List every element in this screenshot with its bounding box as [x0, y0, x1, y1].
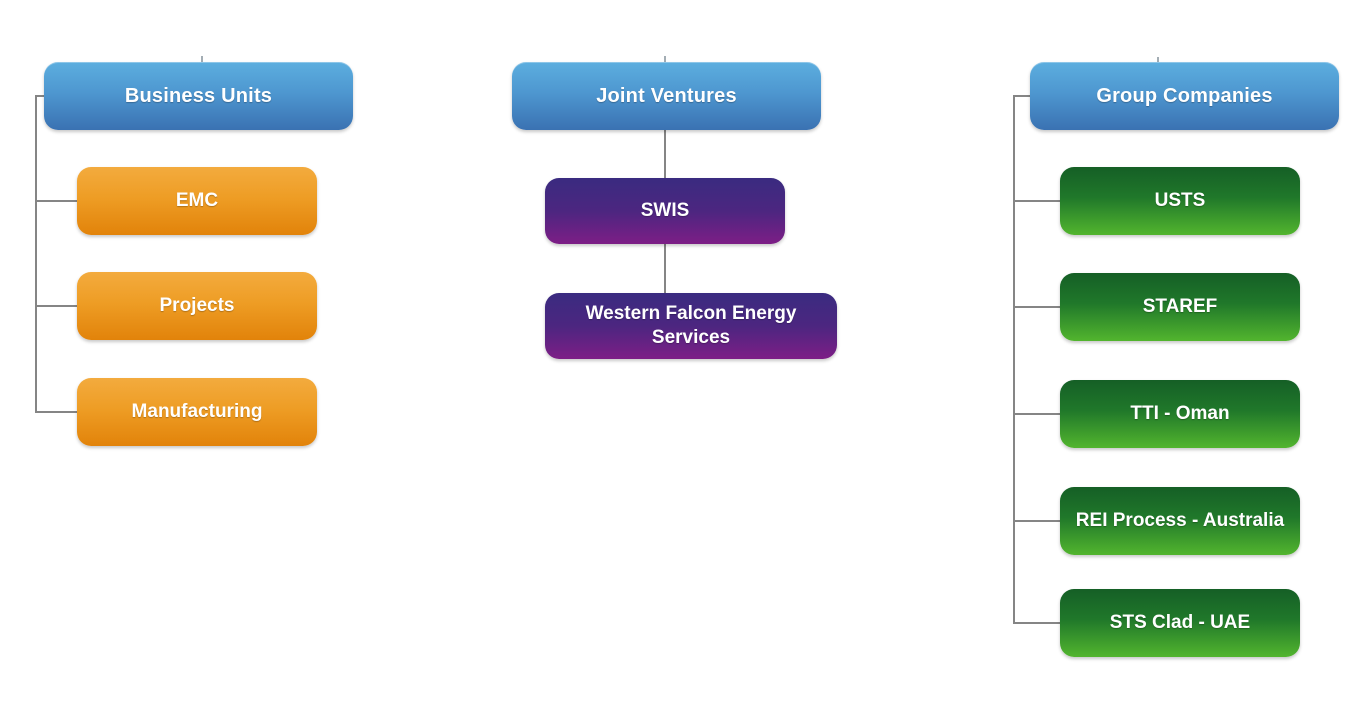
- connector-branch-sts-clad-uae: [1013, 622, 1060, 624]
- header-business-units-label: Business Units: [124, 84, 273, 107]
- node-staref: STAREF: [1060, 273, 1300, 341]
- node-usts-label: USTS: [1154, 190, 1206, 211]
- node-sts-clad-label: STS Clad - UAE: [1109, 612, 1251, 633]
- node-swis-label: SWIS: [640, 200, 690, 221]
- node-rei-process-label: REI Process - Australia: [1075, 510, 1285, 531]
- header-joint-ventures: Joint Ventures: [512, 62, 821, 130]
- connector-branch-projects: [35, 305, 77, 307]
- header-group-companies-label: Group Companies: [1096, 84, 1273, 107]
- node-projects-label: Projects: [159, 295, 235, 316]
- node-western-falcon-energy-services: Western Falcon Energy Services: [545, 293, 837, 359]
- top-connector-stub-group-companies: [1157, 57, 1159, 62]
- connector-branch-usts: [1013, 200, 1060, 202]
- connector-branch-rei-process-australia: [1013, 520, 1060, 522]
- node-swis: SWIS: [545, 178, 785, 244]
- header-group-companies: Group Companies: [1030, 62, 1339, 130]
- header-business-units: Business Units: [44, 62, 353, 130]
- connector-branch-staref: [1013, 306, 1060, 308]
- node-sts-clad-uae: STS Clad - UAE: [1060, 589, 1300, 657]
- connector-trunk-business-units: [35, 95, 37, 412]
- node-staref-label: STAREF: [1142, 296, 1218, 317]
- connector-branch-manufacturing: [35, 411, 77, 413]
- node-tti-oman: TTI - Oman: [1060, 380, 1300, 448]
- connector-trunk-group-companies: [1013, 95, 1015, 624]
- node-usts: USTS: [1060, 167, 1300, 235]
- connector-branch-tti-oman: [1013, 413, 1060, 415]
- node-manufacturing: Manufacturing: [77, 378, 317, 446]
- node-projects: Projects: [77, 272, 317, 340]
- node-rei-process-australia: REI Process - Australia: [1060, 487, 1300, 555]
- top-connector-stub-joint-ventures: [664, 56, 666, 62]
- connector-joint-ventures-to-swis: [664, 130, 666, 178]
- connector-branch-business-units-header: [35, 95, 45, 97]
- connector-swis-to-western-falcon: [664, 244, 666, 293]
- node-emc-label: EMC: [175, 190, 219, 211]
- connector-branch-emc: [35, 200, 77, 202]
- header-joint-ventures-label: Joint Ventures: [596, 84, 737, 107]
- node-tti-oman-label: TTI - Oman: [1130, 403, 1230, 424]
- connector-branch-group-companies-header: [1013, 95, 1030, 97]
- top-connector-stub-business-units: [201, 56, 203, 62]
- node-emc: EMC: [77, 167, 317, 235]
- node-manufacturing-label: Manufacturing: [131, 401, 263, 422]
- node-western-falcon-label: Western Falcon Energy Services: [585, 303, 797, 348]
